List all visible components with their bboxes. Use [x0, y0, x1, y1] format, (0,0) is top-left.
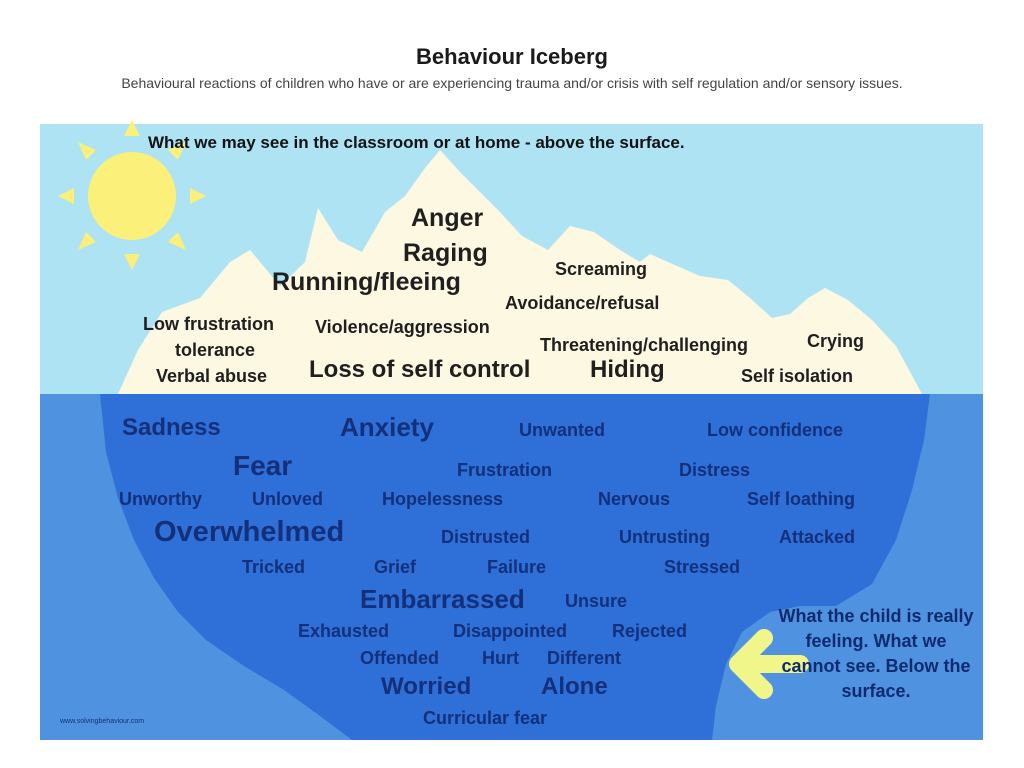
word-offended: Offended	[360, 648, 439, 668]
word-failure: Failure	[487, 557, 547, 577]
word-rejected: Rejected	[612, 621, 688, 641]
left-arrow-icon	[729, 629, 809, 699]
word-attacked: Attacked	[779, 527, 856, 547]
word-disappointed: Disappointed	[453, 621, 568, 641]
word-tricked: Tricked	[242, 557, 306, 577]
word-alone: Alone	[541, 673, 608, 700]
word-exhausted: Exhausted	[298, 621, 390, 641]
word-curricular-fear: Curricular fear	[423, 708, 548, 728]
word-overwhelmed: Overwhelmed	[154, 516, 345, 548]
word-hopelessness: Hopelessness	[382, 489, 504, 509]
word-hurt: Hurt	[482, 648, 519, 668]
word-loss-of-self-control: Loss of self control	[309, 356, 531, 383]
word-untrusting: Untrusting	[619, 527, 710, 547]
word-sadness: Sadness	[122, 414, 221, 441]
word-crying: Crying	[807, 331, 865, 351]
word-threatening-challenging: Threatening/challenging	[540, 335, 749, 355]
word-embarrassed: Embarrassed	[360, 584, 525, 614]
word-hiding: Hiding	[590, 356, 665, 383]
word-anger: Anger	[411, 204, 484, 232]
word-fear: Fear	[233, 450, 293, 481]
word-violence-aggression: Violence/aggression	[315, 317, 490, 337]
word-distrusted: Distrusted	[441, 527, 531, 547]
below-surface-note: What the child is really feeling. What w…	[778, 606, 974, 701]
word-avoidance-refusal: Avoidance/refusal	[505, 293, 660, 313]
word-tolerance: tolerance	[175, 340, 256, 360]
word-self-isolation: Self isolation	[741, 366, 854, 386]
word-self-loathing: Self loathing	[747, 489, 855, 509]
word-unloved: Unloved	[252, 489, 324, 509]
word-raging: Raging	[403, 239, 488, 267]
word-low-confidence: Low confidence	[707, 420, 844, 440]
website-credit: www.solvingbehaviour.com	[60, 718, 145, 725]
word-unsure: Unsure	[565, 591, 628, 611]
sun-disc	[88, 152, 176, 240]
word-stressed: Stressed	[664, 557, 741, 577]
word-anxiety: Anxiety	[340, 412, 434, 442]
sun-icon	[58, 120, 206, 270]
word-running-fleeing: Running/fleeing	[272, 268, 461, 296]
word-unwanted: Unwanted	[519, 420, 606, 440]
word-unworthy: Unworthy	[119, 489, 202, 509]
word-nervous: Nervous	[598, 489, 671, 509]
above-surface-caption: What we may see in the classroom or at h…	[148, 133, 685, 152]
iceberg-above-surface	[118, 150, 922, 394]
word-verbal-abuse: Verbal abuse	[156, 366, 268, 386]
word-different: Different	[547, 648, 622, 668]
iceberg-below-surface	[100, 394, 930, 740]
sun-rays	[58, 120, 206, 270]
page-title: Behaviour Iceberg	[416, 44, 608, 69]
page-subtitle: Behavioural reactions of children who ha…	[121, 75, 903, 91]
word-screaming: Screaming	[555, 259, 648, 279]
word-low-frustration: Low frustration	[143, 314, 274, 334]
word-frustration: Frustration	[457, 460, 553, 480]
word-grief: Grief	[374, 557, 417, 577]
word-worried: Worried	[381, 673, 472, 700]
word-distress: Distress	[679, 460, 751, 480]
